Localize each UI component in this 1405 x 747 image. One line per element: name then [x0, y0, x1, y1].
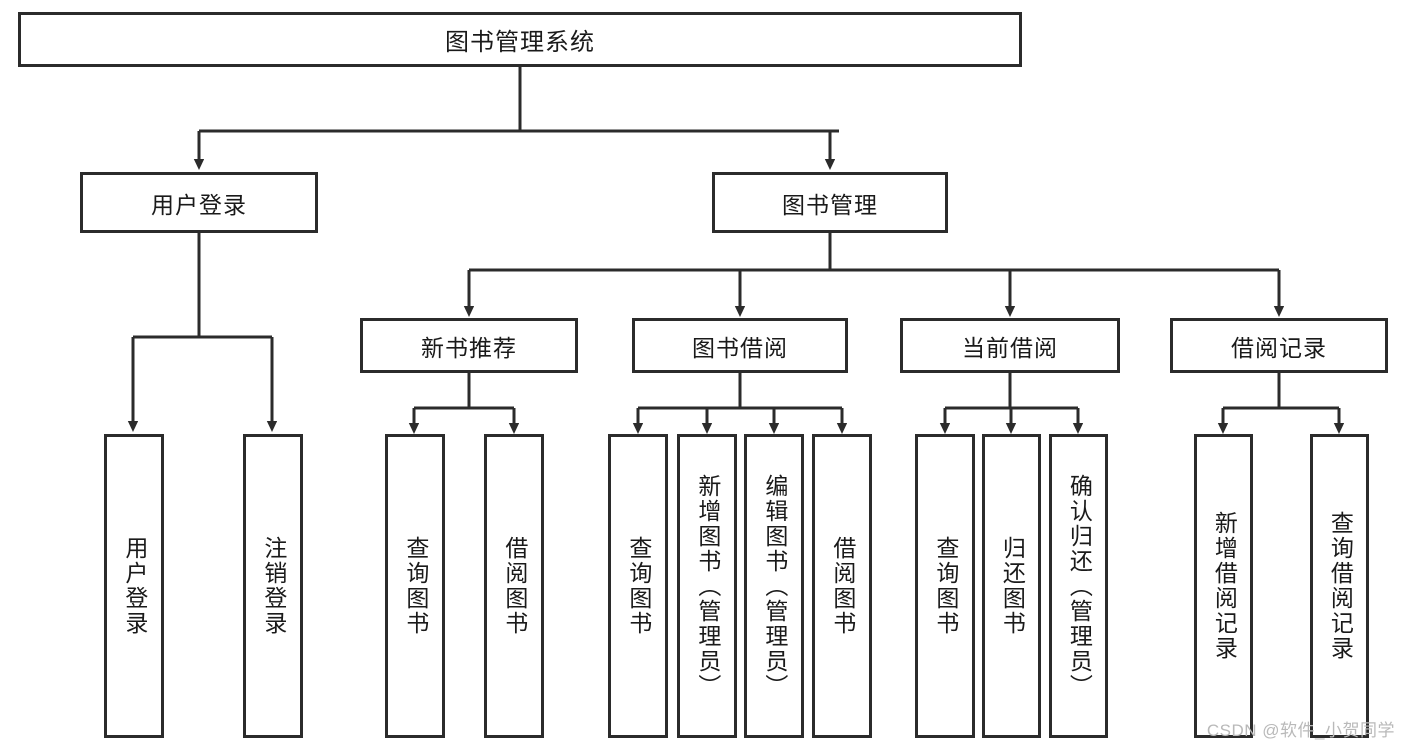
- node-label: 编辑图书（管理员）: [761, 473, 788, 699]
- node-label: 确认归还（管理员）: [1066, 473, 1093, 699]
- node-label: 借阅记录: [1231, 334, 1327, 361]
- node-leaf-borrow-lend[interactable]: 借阅图书: [812, 434, 872, 738]
- node-label: 归还图书: [999, 536, 1026, 636]
- node-leaf-current-return[interactable]: 归还图书: [982, 434, 1041, 738]
- node-leaf-newbook-borrow[interactable]: 借阅图书: [484, 434, 544, 738]
- node-label: 用户登录: [151, 191, 247, 218]
- node-label: 查询图书: [932, 536, 959, 636]
- node-leaf-borrow-query[interactable]: 查询图书: [608, 434, 668, 738]
- node-label: 用户登录: [121, 536, 148, 636]
- node-label: 图书管理系统: [445, 29, 595, 56]
- node-user-login[interactable]: 用户登录: [80, 172, 318, 233]
- node-current-borrow[interactable]: 当前借阅: [900, 318, 1120, 373]
- node-label: 注销登录: [260, 536, 287, 636]
- watermark: CSDN @软件_小贺同学: [1206, 721, 1395, 740]
- node-leaf-user-logout[interactable]: 注销登录: [243, 434, 303, 738]
- node-label: 图书借阅: [692, 334, 788, 361]
- node-leaf-current-confirm-return[interactable]: 确认归还（管理员）: [1049, 434, 1108, 738]
- node-root-system[interactable]: 图书管理系统: [18, 12, 1022, 67]
- node-label: 新增图书（管理员）: [694, 473, 721, 699]
- node-label: 查询图书: [402, 536, 429, 636]
- node-leaf-user-login[interactable]: 用户登录: [104, 434, 164, 738]
- node-leaf-newbook-query[interactable]: 查询图书: [385, 434, 445, 738]
- node-label: 借阅图书: [501, 536, 528, 636]
- node-leaf-record-add[interactable]: 新增借阅记录: [1194, 434, 1253, 738]
- node-label: 借阅图书: [829, 536, 856, 636]
- node-leaf-current-query[interactable]: 查询图书: [915, 434, 975, 738]
- node-leaf-record-query[interactable]: 查询借阅记录: [1310, 434, 1369, 738]
- node-label: 新书推荐: [421, 334, 517, 361]
- node-leaf-borrow-add[interactable]: 新增图书（管理员）: [677, 434, 737, 738]
- node-label: 图书管理: [782, 191, 878, 218]
- node-label: 查询图书: [625, 536, 652, 636]
- node-new-book-recommend[interactable]: 新书推荐: [360, 318, 578, 373]
- node-label: 新增借阅记录: [1211, 511, 1238, 661]
- node-book-management[interactable]: 图书管理: [712, 172, 948, 233]
- node-leaf-borrow-edit[interactable]: 编辑图书（管理员）: [744, 434, 804, 738]
- node-book-borrow[interactable]: 图书借阅: [632, 318, 848, 373]
- node-label: 当前借阅: [962, 334, 1058, 361]
- node-borrow-record[interactable]: 借阅记录: [1170, 318, 1388, 373]
- node-label: 查询借阅记录: [1327, 511, 1354, 661]
